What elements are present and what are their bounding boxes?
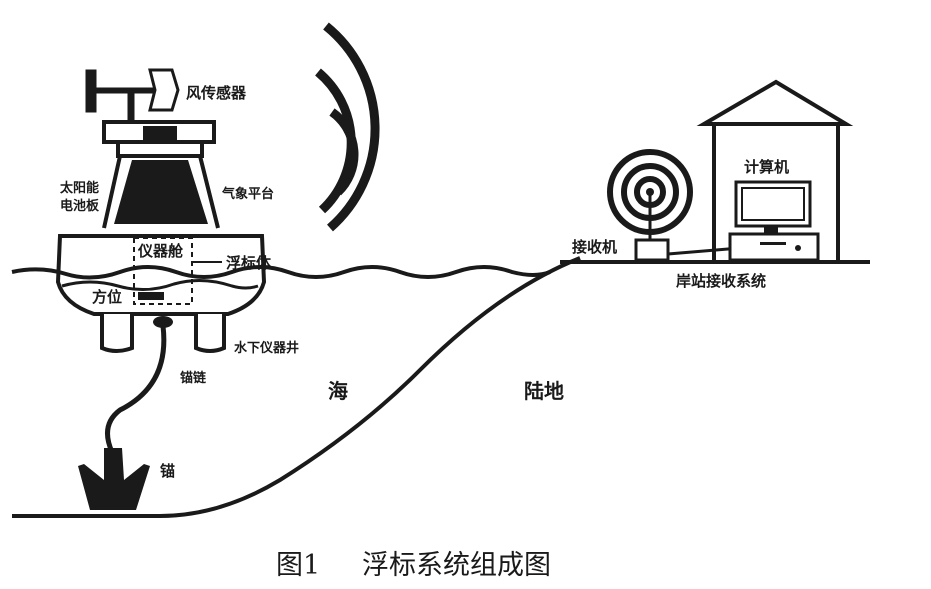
computer	[728, 180, 820, 262]
solar-panel	[114, 160, 208, 224]
weather-platform	[102, 120, 216, 158]
label-weather-platform: 气象平台	[222, 186, 274, 202]
compass-box	[138, 292, 164, 300]
sea-surface	[11, 265, 551, 280]
seabed-shore	[12, 256, 581, 518]
caption-title: 浮标系统组成图	[362, 550, 551, 581]
label-anchor-chain: 锚链	[180, 370, 207, 386]
label-instrument-cabin: 仪器舱	[137, 242, 184, 260]
buoy-body	[55, 234, 267, 316]
anchor-shape	[78, 448, 150, 510]
label-compass: 方位	[92, 288, 122, 306]
wind-sensor	[85, 68, 180, 123]
sea-wave-inner	[61, 279, 259, 291]
platform-legs	[102, 155, 220, 229]
label-land: 陆地	[524, 379, 564, 403]
chain-mount	[153, 316, 173, 328]
label-anchor: 锚	[160, 462, 175, 480]
label-computer: 计算机	[744, 158, 789, 176]
label-underwater-well: 水下仪器井	[234, 340, 299, 356]
label-receiver: 接收机	[572, 238, 617, 256]
label-solar-panel-1: 太阳能	[59, 180, 99, 196]
underwater-wells	[100, 314, 226, 353]
shore-station-house	[696, 79, 854, 262]
instrument-cabin	[133, 237, 193, 305]
label-solar-panel-2: 电池板	[60, 198, 100, 214]
label-wind-sensor: 风传感器	[186, 84, 247, 102]
label-shore-station: 岸站接收系统	[676, 272, 766, 290]
receiver-cable	[667, 246, 741, 256]
label-sea: 海	[328, 379, 348, 403]
buoy-radio-waves	[315, 22, 380, 232]
caption-number: 图1	[276, 550, 320, 581]
label-buoy-body: 浮标体	[226, 254, 272, 272]
receiver	[607, 149, 693, 262]
anchor-chain-line	[105, 325, 167, 454]
